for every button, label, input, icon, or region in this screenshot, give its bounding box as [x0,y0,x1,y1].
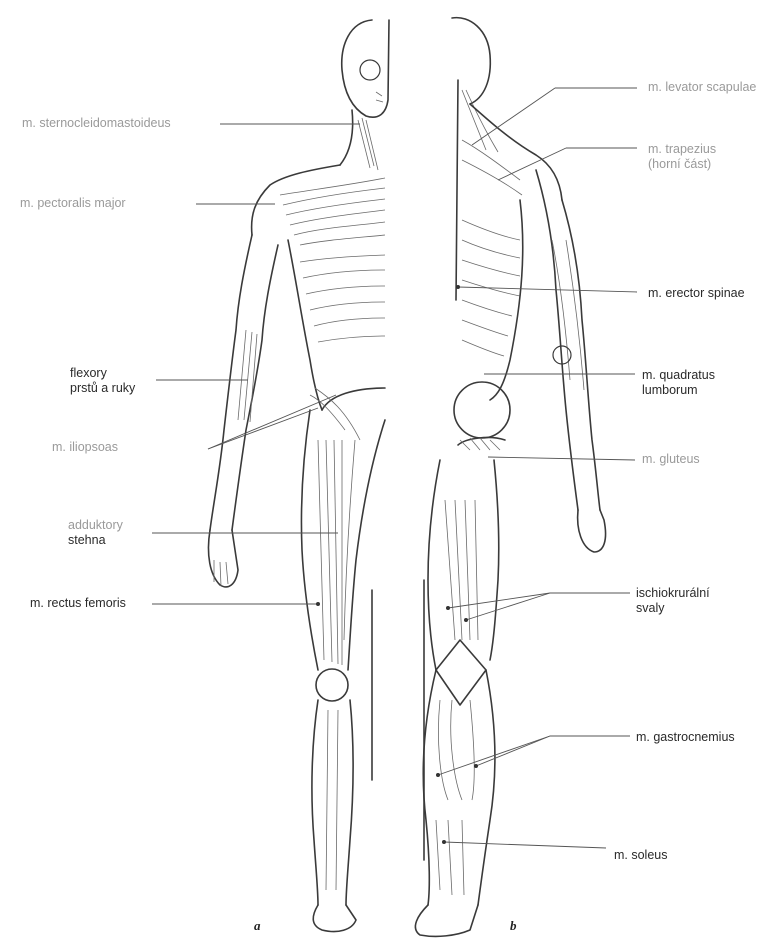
label-sternocleidomastoideus: m. sternocleidomastoideus [22,116,171,131]
label-ischiokruralni: ischiokrurální svaly [636,586,710,616]
label-quadratus-lumborum: m. quadratus lumborum [642,368,715,398]
label-soleus: m. soleus [614,848,668,863]
label-adduktory: adduktory stehna [68,518,123,548]
label-pectoralis-major: m. pectoralis major [20,196,126,211]
label-erector-spinae: m. erector spinae [648,286,745,301]
label-rectus-femoris: m. rectus femoris [30,596,126,611]
label-levator-scapulae: m. levator scapulae [648,80,756,95]
label-trapezius: m. trapezius (horní část) [648,142,716,172]
label-gluteus: m. gluteus [642,452,700,467]
label-adduktory-line1: adduktory [68,518,123,533]
label-quadratus-line1: m. quadratus [642,368,715,383]
label-iliopsoas: m. iliopsoas [52,440,118,455]
back-figure [415,18,605,937]
leaders-right [436,88,637,848]
front-figure [208,20,389,932]
label-trapezius-line1: m. trapezius [648,142,716,157]
label-trapezius-line2: (horní část) [648,157,716,172]
label-flexory-line2: prstů a ruky [70,381,135,396]
label-ischio-line2: svaly [636,601,710,616]
label-ischio-line1: ischiokrurální [636,586,710,601]
label-flexory-line1: flexory [70,366,135,381]
panel-letter-b: b [510,918,517,934]
label-adduktory-line2: stehna [68,533,123,548]
label-gastrocnemius: m. gastrocnemius [636,730,735,745]
panel-letter-a: a [254,918,261,934]
label-flexory: flexory prstů a ruky [70,366,135,396]
label-quadratus-line2: lumborum [642,383,715,398]
